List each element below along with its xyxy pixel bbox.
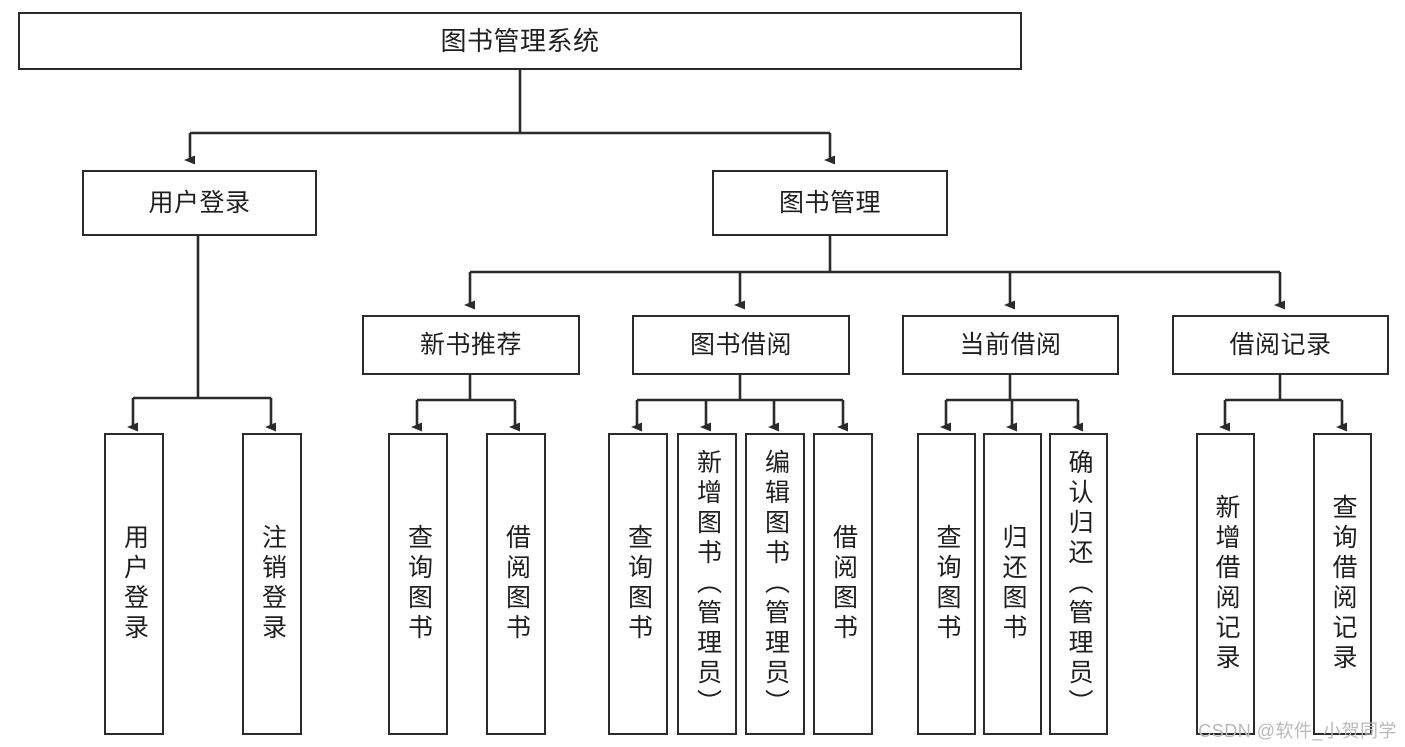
node-leaf-query-book-recommend[interactable]: 查询图书 (388, 433, 448, 735)
node-label: 注销登录 (258, 524, 287, 644)
node-leaf-add-borrow-record[interactable]: 新增借阅记录 (1196, 433, 1255, 735)
node-book-management[interactable]: 图书管理 (712, 170, 948, 236)
node-root-system[interactable]: 图书管理系统 (18, 12, 1022, 70)
node-leaf-add-book-admin[interactable]: 新增图书（管理员） (677, 433, 737, 735)
node-leaf-confirm-return-admin[interactable]: 确认归还（管理员） (1049, 433, 1108, 735)
node-leaf-borrow-book-recommend[interactable]: 借阅图书 (486, 433, 546, 735)
node-leaf-query-book-borrow[interactable]: 查询图书 (608, 433, 668, 735)
node-borrow-record[interactable]: 借阅记录 (1172, 315, 1389, 375)
node-leaf-query-book-current[interactable]: 查询图书 (917, 433, 976, 735)
node-label: 新增图书（管理员） (693, 449, 722, 719)
node-label: 新增借阅记录 (1212, 494, 1240, 674)
node-new-book-recommend[interactable]: 新书推荐 (362, 315, 580, 375)
node-leaf-query-borrow-record[interactable]: 查询借阅记录 (1313, 433, 1372, 735)
node-label: 借阅图书 (502, 524, 531, 644)
node-leaf-borrow-book[interactable]: 借阅图书 (813, 433, 873, 735)
node-label: 确认归还（管理员） (1065, 449, 1093, 719)
node-label: 编辑图书（管理员） (761, 449, 790, 719)
node-label: 当前借阅 (959, 330, 1062, 359)
node-label: 借阅图书 (829, 524, 858, 644)
watermark-text: CSDN @软件_小贺同学 (1198, 721, 1397, 741)
node-label: 借阅记录 (1229, 330, 1332, 359)
node-leaf-return-book[interactable]: 归还图书 (983, 433, 1042, 735)
node-label: 用户登录 (120, 524, 149, 644)
node-label: 查询图书 (624, 524, 653, 644)
node-label: 用户登录 (148, 188, 251, 217)
node-leaf-edit-book-admin[interactable]: 编辑图书（管理员） (745, 433, 805, 735)
node-label: 图书管理 (778, 188, 881, 217)
node-leaf-user-login[interactable]: 用户登录 (104, 433, 164, 735)
node-label: 查询图书 (933, 524, 961, 644)
node-leaf-logout[interactable]: 注销登录 (242, 433, 302, 735)
node-label: 归还图书 (999, 524, 1027, 644)
node-label: 新书推荐 (419, 330, 522, 359)
node-current-borrow[interactable]: 当前借阅 (902, 315, 1119, 375)
node-label: 图书管理系统 (440, 25, 600, 56)
node-user-login[interactable]: 用户登录 (82, 170, 317, 236)
node-book-borrow[interactable]: 图书借阅 (632, 315, 850, 375)
node-label: 查询图书 (404, 524, 433, 644)
node-label: 图书借阅 (689, 330, 792, 359)
node-label: 查询借阅记录 (1329, 494, 1357, 674)
